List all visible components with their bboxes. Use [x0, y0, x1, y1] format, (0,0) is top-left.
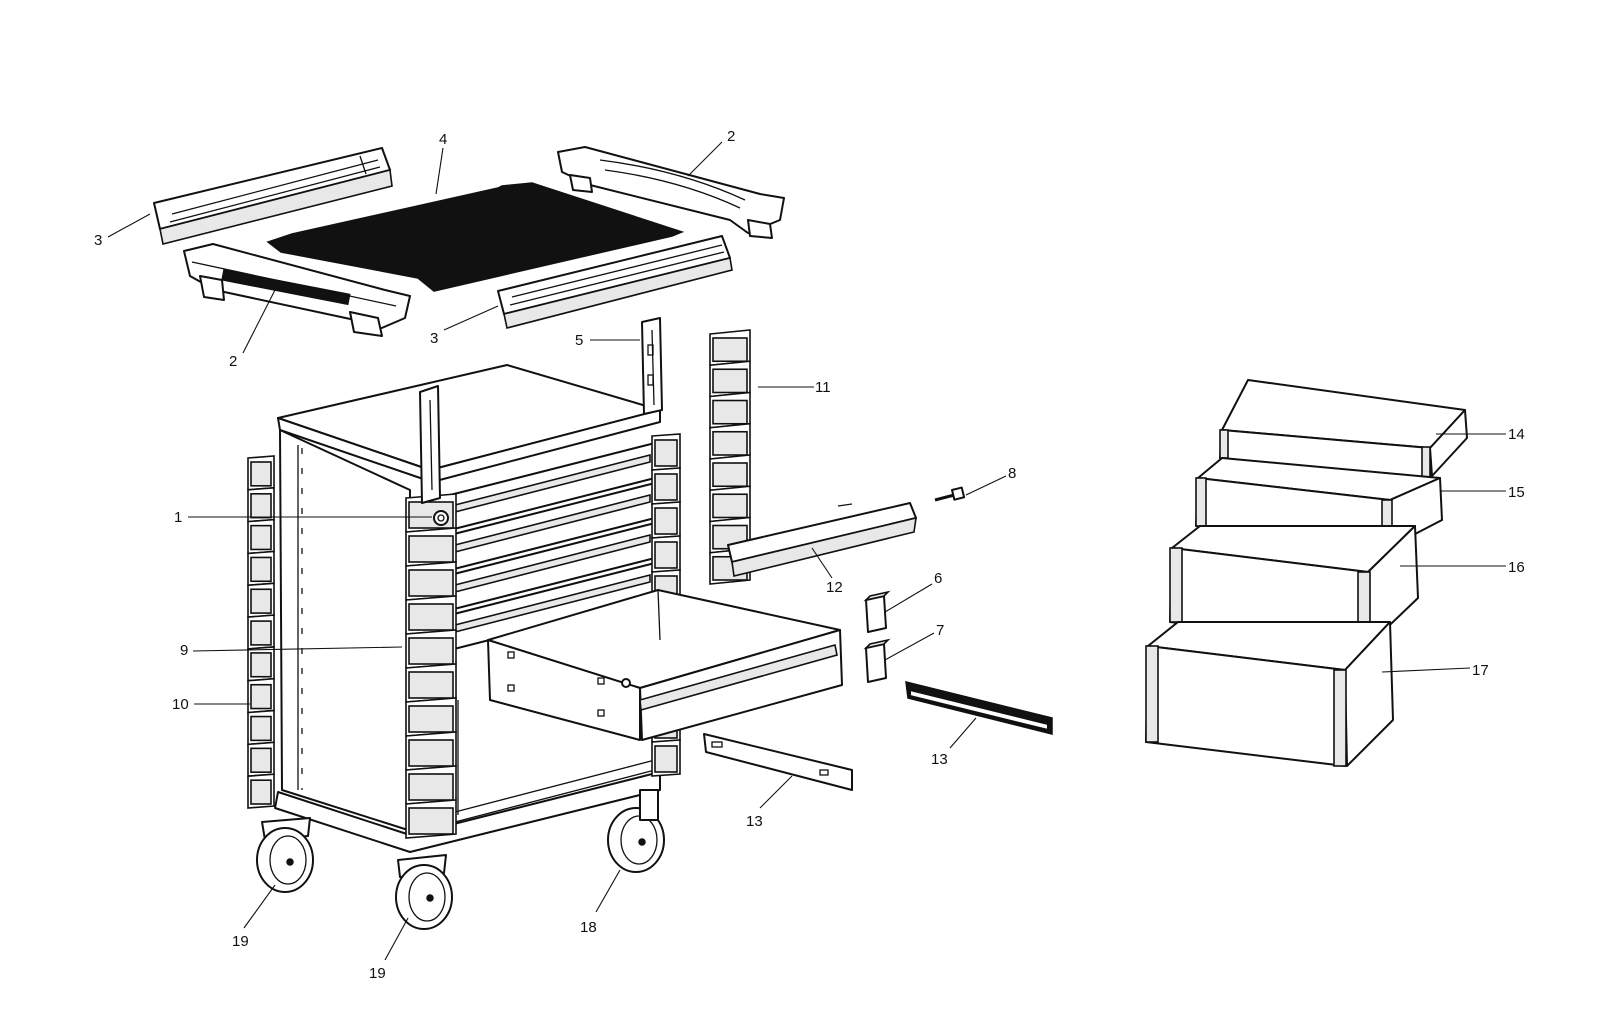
leader-lines	[107, 141, 1506, 961]
callout-17: 17	[1472, 662, 1489, 679]
top-mat	[266, 182, 685, 292]
callout-5: 5	[575, 332, 583, 349]
callout-13a: 13	[746, 813, 763, 830]
callout-6: 6	[934, 570, 942, 587]
block-part6	[863, 590, 891, 633]
callout-2a: 2	[727, 128, 735, 145]
caster-back-right	[607, 789, 665, 873]
slide-rail-center	[703, 733, 853, 791]
callout-8: 8	[1008, 465, 1016, 482]
callout-12: 12	[826, 579, 843, 596]
rail-part12	[727, 502, 917, 577]
top-rail-right	[497, 235, 733, 329]
caster-front-center	[395, 854, 453, 930]
bracket-part5	[641, 317, 663, 415]
callout-19b: 19	[369, 965, 386, 982]
open-drawer	[487, 589, 843, 741]
callout-2b: 2	[229, 353, 237, 370]
callout-18: 18	[580, 919, 597, 936]
callout-3b: 3	[430, 330, 438, 347]
cart-side-panel	[279, 429, 411, 831]
callout-10: 10	[172, 696, 189, 713]
callout-19a: 19	[232, 933, 249, 950]
callout-16: 16	[1508, 559, 1525, 576]
top-handle-front	[183, 243, 411, 337]
callout-14: 14	[1508, 426, 1525, 443]
callout-3a: 3	[94, 232, 102, 249]
callout-7: 7	[936, 622, 944, 639]
slide-rail-right	[905, 681, 1053, 735]
drawer-part17	[1145, 621, 1394, 767]
callout-13b: 13	[931, 751, 948, 768]
lock-icon	[433, 510, 449, 526]
cart-column-front	[405, 493, 457, 839]
caster-front-left	[256, 817, 314, 893]
callout-labels: 1 2 2 3 3 4 5 6 7 8 9 10 11 12 13 13 14 …	[94, 128, 1525, 982]
callout-1: 1	[174, 509, 182, 526]
callout-11: 11	[815, 379, 831, 396]
top-handle-back	[557, 146, 785, 239]
top-rail-left	[153, 147, 393, 245]
callout-9: 9	[180, 642, 188, 659]
callout-4: 4	[439, 131, 447, 148]
cart-column-back-left	[247, 455, 275, 809]
drawer-part16	[1169, 525, 1419, 645]
block-part7	[863, 638, 891, 683]
cart-top	[277, 364, 661, 471]
callout-15: 15	[1508, 484, 1525, 501]
pin-part8	[934, 486, 966, 502]
